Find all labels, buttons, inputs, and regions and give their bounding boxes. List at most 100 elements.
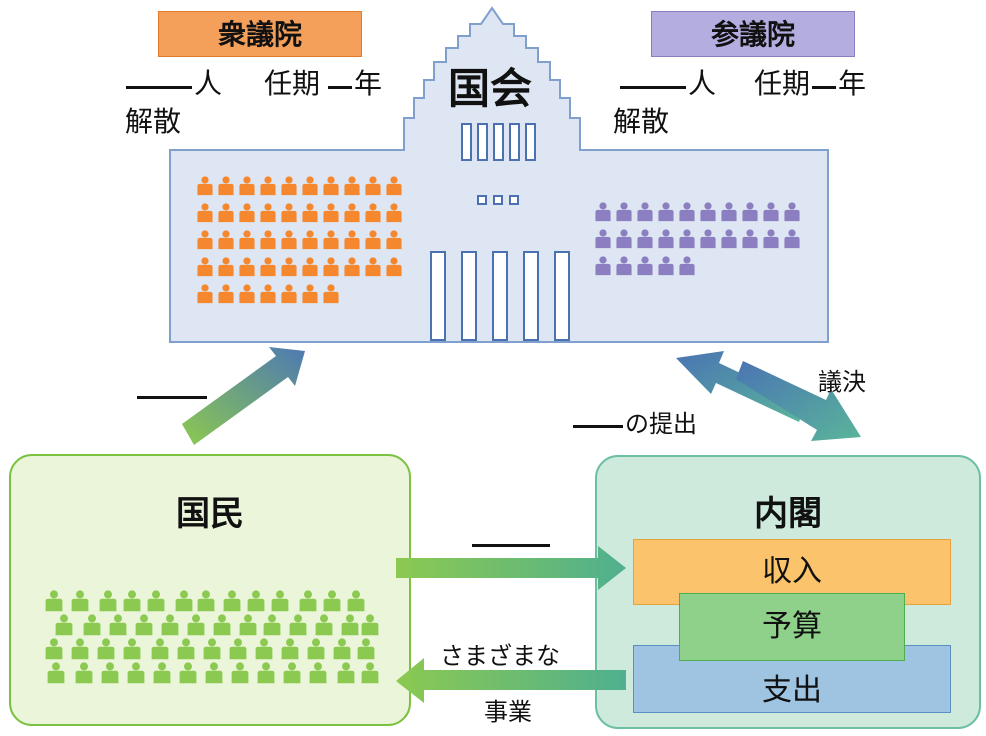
- person-icon: [263, 614, 281, 636]
- person-icon: [229, 638, 247, 660]
- lower-house-tag: 衆議院: [158, 11, 362, 57]
- submission-label: の提出: [573, 412, 697, 436]
- person-icon: [658, 229, 674, 249]
- person-icon: [357, 638, 375, 660]
- person-icon: [337, 662, 355, 684]
- person-icon: [637, 229, 653, 249]
- person-icon: [281, 230, 297, 250]
- person-icon: [323, 230, 339, 250]
- tax-blank: [472, 544, 550, 547]
- person-icon: [323, 590, 341, 612]
- person-icon: [347, 590, 365, 612]
- person-icon: [101, 662, 119, 684]
- person-icon: [361, 614, 379, 636]
- person-icon: [147, 590, 165, 612]
- person-icon: [71, 590, 89, 612]
- person-icon: [637, 202, 653, 222]
- person-icon: [179, 662, 197, 684]
- person-icon: [135, 614, 153, 636]
- person-icon: [361, 662, 379, 684]
- person-icon: [595, 256, 611, 276]
- person-icon: [45, 638, 63, 660]
- person-icon: [365, 257, 381, 277]
- lower-house-name: 衆議院: [217, 18, 302, 51]
- person-icon: [616, 229, 632, 249]
- person-icon: [109, 614, 127, 636]
- projects-label-line2: 事業: [484, 698, 532, 726]
- person-icon: [161, 614, 179, 636]
- person-icon: [271, 590, 289, 612]
- person-icon: [123, 590, 141, 612]
- upper-house-dissolution: 解散: [613, 105, 670, 138]
- resolution-label: 議決: [818, 368, 866, 396]
- person-icon: [344, 203, 360, 223]
- arrow-diet-to-cabinet: [736, 361, 861, 441]
- person-icon: [323, 284, 339, 304]
- person-icon: [281, 176, 297, 196]
- person-icon: [721, 202, 737, 222]
- person-icon: [763, 229, 779, 249]
- person-icon: [595, 229, 611, 249]
- person-icon: [365, 230, 381, 250]
- person-icon: [45, 590, 63, 612]
- person-icon: [255, 638, 273, 660]
- person-icon: [260, 284, 276, 304]
- person-icon: [197, 284, 213, 304]
- person-icon: [281, 638, 299, 660]
- person-icon: [679, 202, 695, 222]
- arrow-people-to-diet: [182, 347, 305, 445]
- person-icon: [97, 638, 115, 660]
- person-icon: [75, 662, 93, 684]
- budget-box: 予算: [679, 593, 905, 661]
- election-blank: [137, 396, 207, 399]
- revenue-label: 収入: [762, 554, 822, 589]
- person-icon: [344, 257, 360, 277]
- person-icon: [309, 662, 327, 684]
- person-icon: [260, 257, 276, 277]
- person-icon: [83, 614, 101, 636]
- person-icon: [763, 202, 779, 222]
- person-icon: [177, 638, 195, 660]
- expenditure-label: 支出: [762, 673, 822, 708]
- person-icon: [55, 614, 73, 636]
- upper-house-members: [595, 202, 800, 276]
- person-icon: [281, 257, 297, 277]
- person-icon: [260, 230, 276, 250]
- upper-house-seats: 人: [620, 70, 716, 98]
- upper-house-term: 任期年: [754, 67, 867, 100]
- person-icon: [365, 176, 381, 196]
- person-icon: [99, 590, 117, 612]
- person-icon: [218, 176, 234, 196]
- person-icon: [197, 176, 213, 196]
- person-icon: [315, 614, 333, 636]
- person-icon: [700, 202, 716, 222]
- person-icon: [203, 638, 221, 660]
- person-icon: [302, 284, 318, 304]
- person-icon: [344, 176, 360, 196]
- person-icon: [197, 203, 213, 223]
- person-icon: [289, 614, 307, 636]
- person-icon: [679, 256, 695, 276]
- lower-house-seats: 人: [126, 70, 222, 98]
- arrow-cabinet-to-diet: [676, 351, 806, 422]
- diet-title: 国会: [448, 64, 533, 113]
- person-icon: [700, 229, 716, 249]
- person-icon: [784, 229, 800, 249]
- diet-building: [169, 6, 829, 343]
- person-icon: [341, 614, 359, 636]
- person-icon: [260, 203, 276, 223]
- person-icon: [257, 662, 275, 684]
- person-icon: [231, 662, 249, 684]
- person-icon: [47, 662, 65, 684]
- person-icon: [197, 230, 213, 250]
- person-icon: [365, 203, 381, 223]
- person-icon: [323, 203, 339, 223]
- person-icon: [323, 176, 339, 196]
- person-icon: [175, 590, 193, 612]
- person-icon: [595, 202, 611, 222]
- person-icon: [386, 203, 402, 223]
- cabinet-title: 内閣: [754, 494, 822, 534]
- person-icon: [153, 662, 171, 684]
- person-icon: [302, 257, 318, 277]
- person-icon: [239, 203, 255, 223]
